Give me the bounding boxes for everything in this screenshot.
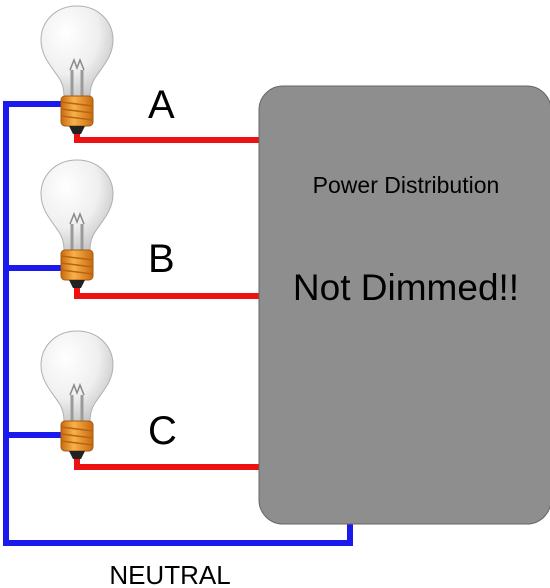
lamp-label-a: A — [148, 83, 175, 127]
hot-wire-a — [74, 126, 262, 143]
lamp-label-b: B — [148, 237, 175, 281]
light-bulb-icon — [39, 329, 115, 461]
light-bulb-icon — [39, 4, 115, 136]
hot-wire-b — [74, 283, 262, 299]
neutral-wire — [3, 101, 353, 546]
lamp-label-c: C — [148, 409, 177, 453]
neutral-label: NEUTRAL — [109, 560, 230, 588]
power-distribution-box — [258, 85, 550, 525]
box-title: Power Distribution — [313, 172, 500, 198]
box-status: Not Dimmed!! — [293, 267, 519, 308]
